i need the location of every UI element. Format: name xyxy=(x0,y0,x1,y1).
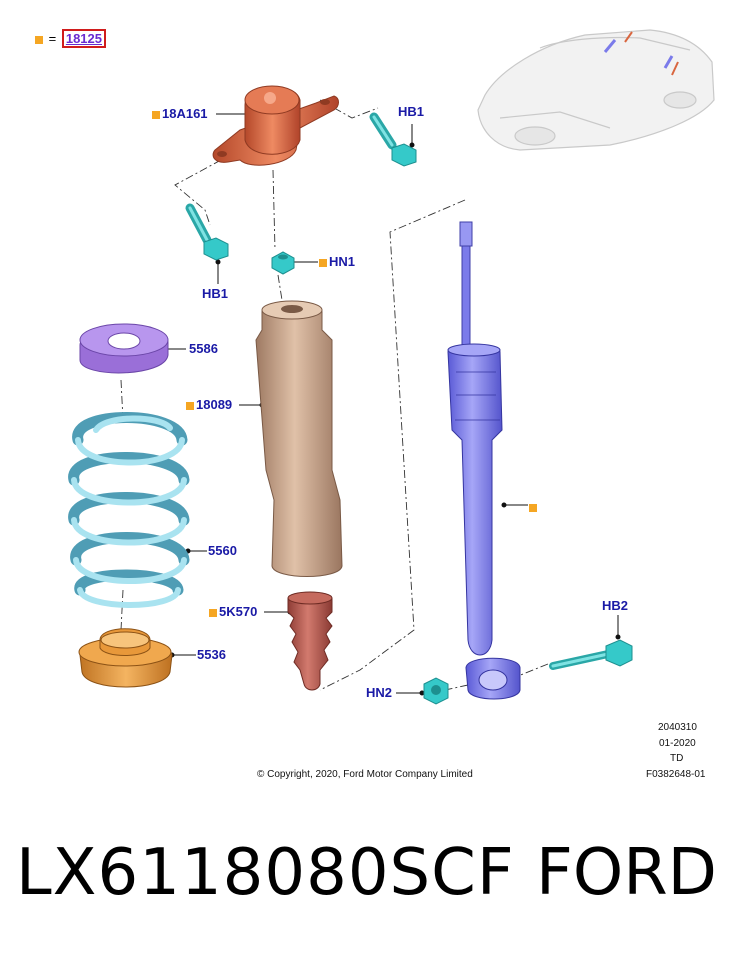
callout-label: 5K570 xyxy=(219,604,258,619)
meta-figure: F0382648-01 xyxy=(646,769,706,780)
spring-isolator xyxy=(79,323,169,374)
callout-isolator[interactable]: 5586 xyxy=(189,341,218,356)
marker-icon xyxy=(186,401,194,410)
nut-hn1 xyxy=(271,251,295,275)
top-mount xyxy=(212,85,339,166)
copyright: © Copyright, 2020, Ford Motor Company Li… xyxy=(257,769,473,780)
callout-spring[interactable]: 5560 xyxy=(208,543,237,558)
legend: = 18125 xyxy=(35,29,106,48)
callout-hn1[interactable]: HN1 xyxy=(319,254,355,269)
part-number: LX6118080SCF xyxy=(16,836,515,910)
lower-spring-seat xyxy=(78,628,173,688)
legend-equals: = xyxy=(48,31,57,46)
callout-label: 18A161 xyxy=(162,106,208,121)
marker-icon xyxy=(319,258,327,267)
callout-hb1-top[interactable]: HB1 xyxy=(398,104,425,119)
vehicle-location-icon xyxy=(477,29,715,151)
callout-shock[interactable] xyxy=(529,499,539,514)
callout-label: HN1 xyxy=(329,254,356,269)
bolt-hb1-left xyxy=(185,203,229,261)
meta-date: 01-2020 xyxy=(659,738,696,749)
marker-icon xyxy=(529,503,537,512)
marker-icon xyxy=(152,110,160,119)
coil-spring xyxy=(68,412,190,608)
nut-hn2 xyxy=(423,677,449,705)
callout-label: 18089 xyxy=(196,397,233,412)
callout-bump-stop[interactable]: 5K570 xyxy=(209,604,257,619)
meta-td: TD xyxy=(670,753,684,764)
bolt-hb2 xyxy=(549,639,633,670)
bump-stop xyxy=(287,591,333,691)
legend-marker-icon xyxy=(35,35,43,44)
callout-hb1-left[interactable]: HB1 xyxy=(202,286,229,301)
callout-lower-seat[interactable]: 5536 xyxy=(197,647,226,662)
meta-code: 2040310 xyxy=(658,722,697,733)
shock-absorber xyxy=(447,221,521,700)
callout-hb2[interactable]: HB2 xyxy=(602,598,629,613)
brand-name: FORD xyxy=(536,836,717,910)
callout-top-mount[interactable]: 18A161 xyxy=(152,106,208,121)
legend-code-link[interactable]: 18125 xyxy=(61,29,106,48)
exploded-parts-diagram xyxy=(68,29,715,705)
dust-boot xyxy=(255,300,343,577)
callout-hn2[interactable]: HN2 xyxy=(366,685,393,700)
callout-dust-boot[interactable]: 18089 xyxy=(186,397,232,412)
marker-icon xyxy=(209,608,217,617)
bolt-hb1-right xyxy=(369,112,417,167)
